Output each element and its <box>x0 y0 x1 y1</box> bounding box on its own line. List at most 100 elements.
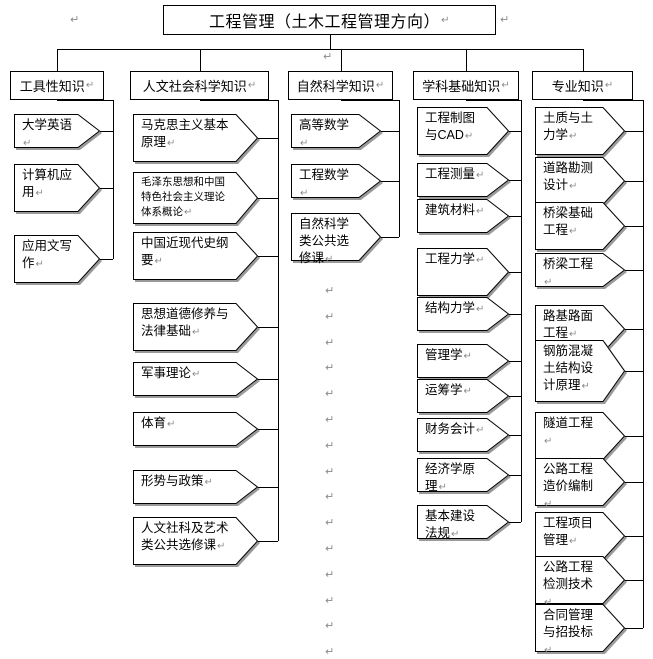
column-header-pilcrow: ↵ <box>247 80 257 91</box>
course-connector <box>625 628 643 629</box>
header-stub-4 <box>466 100 522 101</box>
course-node-label: 形势与政策 <box>141 474 204 488</box>
course-node-pilcrow: ↵ <box>463 351 472 362</box>
root-node: 工程管理（土木工程管理方向）↵ <box>163 5 496 35</box>
course-node-label: 桥梁基础工程 <box>543 206 594 237</box>
course-node-label: 高等数学 <box>299 118 350 132</box>
course-node[interactable]: 公路工程造价编制↵ <box>535 458 625 510</box>
course-node[interactable]: 管理学↵ <box>417 344 509 378</box>
stray-pilcrow-column: ↵ <box>325 284 335 297</box>
column-header-3[interactable]: 自然科学知识↵ <box>288 71 393 100</box>
course-node-label: 财务会计 <box>425 422 476 436</box>
course-node-label: 合同管理与招投标 <box>543 608 594 639</box>
stray-pilcrow-top-left: ↵ <box>70 13 80 26</box>
course-node-pilcrow: ↵ <box>544 597 553 608</box>
course-connector <box>625 226 643 227</box>
course-node-label-wrap: 工程制图与CAD↵ <box>425 110 485 145</box>
course-connector <box>381 181 399 182</box>
course-node-outline <box>133 232 259 280</box>
course-node[interactable]: 合同管理与招投标↵ <box>535 604 625 656</box>
column-header-1[interactable]: 工具性知识↵ <box>10 71 104 100</box>
course-node-label: 体育 <box>141 416 167 430</box>
course-node-label: 路基路面工程 <box>543 309 594 340</box>
course-node[interactable]: 高等数学↵ <box>291 114 381 148</box>
course-connector <box>258 429 278 430</box>
course-node[interactable]: 桥梁基础工程↵ <box>535 202 625 250</box>
course-node-outline <box>133 172 259 224</box>
course-node-label: 公路工程造价编制 <box>543 462 594 493</box>
course-node-pilcrow: ↵ <box>35 259 44 270</box>
course-connector <box>625 181 643 182</box>
course-node-label-wrap: 合同管理与招投标↵ <box>543 607 601 659</box>
course-connector <box>258 327 278 328</box>
course-node-label-wrap: 公路工程检测技术↵ <box>543 559 601 611</box>
course-node-pilcrow: ↵ <box>569 329 578 340</box>
course-node[interactable]: 基本建设法规↵ <box>417 505 509 539</box>
root-trunk <box>330 35 331 49</box>
course-node-outline <box>417 199 510 233</box>
course-node[interactable]: 运筹学↵ <box>417 379 509 413</box>
course-node-label-wrap: 桥梁工程↵ <box>543 256 601 291</box>
course-node-pilcrow: ↵ <box>23 138 32 149</box>
course-node-label-wrap: 路基路面工程↵ <box>543 308 601 343</box>
root-node-pilcrow: ↵ <box>441 14 450 26</box>
course-node[interactable]: 财务会计↵ <box>417 418 509 452</box>
course-node[interactable]: 体育↵ <box>133 412 258 446</box>
column-header-2[interactable]: 人文社会科学知识↵ <box>130 71 269 100</box>
course-node-label-wrap: 钢筋混凝土结构设计原理↵ <box>543 343 601 395</box>
course-node[interactable]: 自然科学类公共选修课↵ <box>291 213 382 265</box>
stray-pilcrow-column: ↵ <box>325 413 335 426</box>
course-node-label: 运筹学 <box>425 383 463 397</box>
column-header-4[interactable]: 学科基础知识↵ <box>413 71 519 100</box>
course-node[interactable]: 马克思主义基本原理↵ <box>133 114 258 162</box>
course-node[interactable]: 公路工程检测技术↵ <box>535 556 625 608</box>
course-node[interactable]: 结构力学↵ <box>417 297 509 331</box>
course-connector <box>625 536 643 537</box>
course-node[interactable]: 工程数学↵ <box>291 164 381 198</box>
course-node[interactable]: 钢筋混凝土结构设计原理↵ <box>535 340 625 402</box>
course-node[interactable]: 思想道德修养与法律基础↵ <box>133 303 258 351</box>
course-node[interactable]: 桥梁工程↵ <box>535 253 625 287</box>
course-node-pilcrow: ↵ <box>192 369 201 380</box>
course-node[interactable]: 土质与土力学↵ <box>535 107 625 155</box>
course-node[interactable]: 经济学原理↵ <box>417 458 509 492</box>
course-node-pilcrow: ↵ <box>544 436 553 447</box>
course-node-pilcrow: ↵ <box>451 529 460 540</box>
course-node[interactable]: 工程测量↵ <box>417 163 509 197</box>
course-node-label-wrap: 计算机应用↵ <box>22 167 76 202</box>
course-node[interactable]: 建筑材料↵ <box>417 199 509 233</box>
course-connector <box>509 361 521 362</box>
course-node[interactable]: 中国近现代史纲要↵ <box>133 232 258 280</box>
course-node-pilcrow: ↵ <box>204 477 213 488</box>
course-node[interactable]: 工程项目管理↵ <box>535 512 625 560</box>
column-header-5[interactable]: 专业知识↵ <box>532 71 633 100</box>
course-node[interactable]: 隧道工程↵ <box>535 412 625 460</box>
course-node-outline <box>133 114 259 162</box>
course-node[interactable]: 毛泽东思想和中国特色社会主义理论体系概论↵ <box>133 172 258 224</box>
header-stub-1 <box>57 100 114 101</box>
course-node[interactable]: 人文社科及艺术类公共选修课↵ <box>133 517 258 565</box>
course-node-outline <box>14 114 101 148</box>
course-node-outline <box>133 303 259 351</box>
course-node[interactable]: 道路勘测设计↵ <box>535 157 625 205</box>
course-node-outline <box>417 505 510 539</box>
course-node-pilcrow: ↵ <box>325 254 334 265</box>
course-connector <box>381 237 399 238</box>
course-node-outline <box>291 213 382 261</box>
course-node-label-wrap: 财务会计↵ <box>425 421 485 439</box>
course-node-pilcrow: ↵ <box>569 536 578 547</box>
course-node[interactable]: 军事理论↵ <box>133 362 258 396</box>
course-node[interactable]: 工程制图与CAD↵ <box>417 107 509 155</box>
course-node-outline <box>417 163 510 197</box>
course-node-label: 计算机应用 <box>22 168 73 199</box>
course-node[interactable]: 大学英语↵ <box>14 114 100 148</box>
course-node[interactable]: 计算机应用↵ <box>14 164 100 212</box>
course-node-label: 建筑材料 <box>425 203 476 217</box>
course-node[interactable]: 工程力学↵ <box>417 248 509 296</box>
course-node-label: 管理学 <box>425 348 463 362</box>
course-node[interactable]: 应用文写作↵ <box>14 235 100 283</box>
header-drop-2 <box>200 49 201 71</box>
course-node-body <box>133 232 258 280</box>
course-node[interactable]: 形势与政策↵ <box>133 470 258 504</box>
course-node-pilcrow: ↵ <box>476 425 485 436</box>
